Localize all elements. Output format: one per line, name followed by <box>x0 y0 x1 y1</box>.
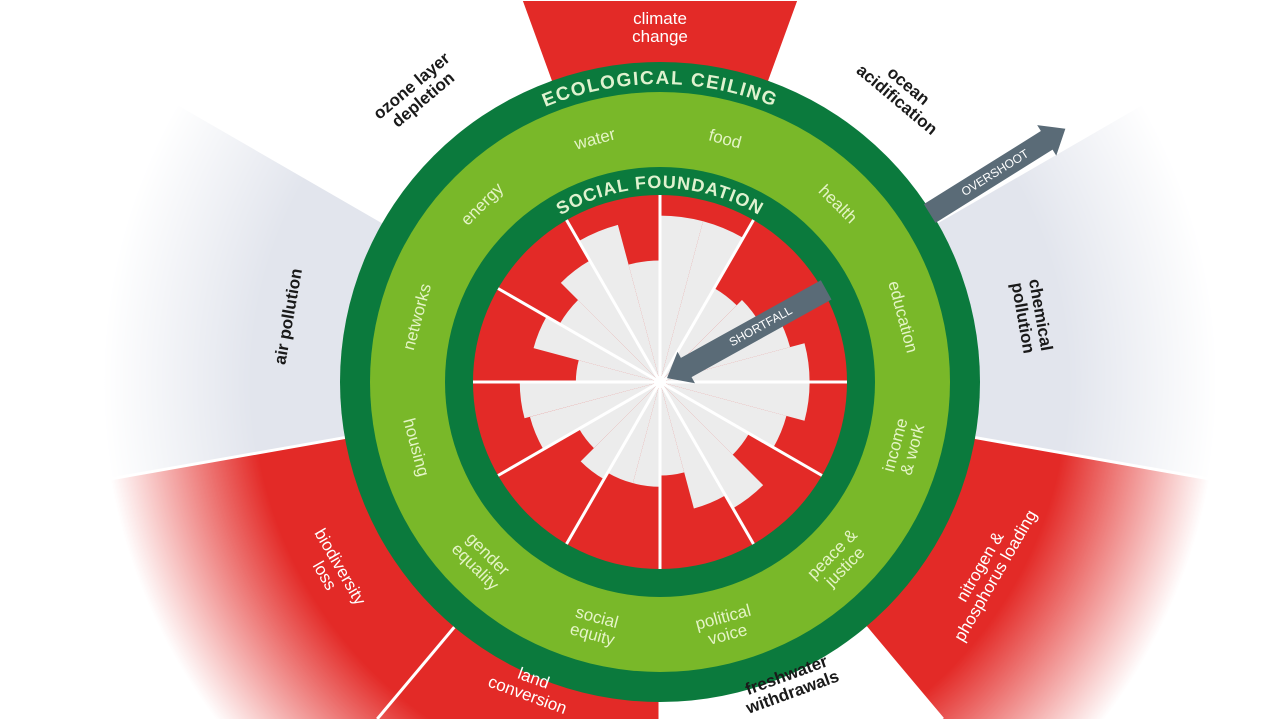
achieved-bar-food <box>660 221 744 382</box>
achieved-bar-housing <box>529 382 660 450</box>
achieved-bar-income-and-work <box>660 382 810 421</box>
achieved-bar-social-equity <box>632 382 660 487</box>
ecological-label-climate-change-line: climate <box>633 9 687 28</box>
overshoot-wedge-climate-change <box>521 1 799 84</box>
sector-divider <box>497 380 661 477</box>
achieved-bar-water <box>628 260 660 382</box>
achieved-bar-political-voice <box>660 382 685 476</box>
achieved-bar-energy <box>560 260 660 382</box>
sector-divider <box>497 287 661 384</box>
sector-divider <box>659 380 823 477</box>
sector-divider <box>565 381 662 545</box>
wedge-divider <box>974 436 1280 493</box>
achieved-bar-water <box>578 224 660 382</box>
social-shortfall-bars <box>473 195 847 569</box>
achieved-bar-housing <box>519 382 660 419</box>
sector-divider <box>565 219 662 383</box>
achieved-bar-energy <box>559 300 660 382</box>
sector-divider <box>658 219 755 383</box>
overshoot-arrow-shape <box>923 125 1066 223</box>
achieved-bar-political-voice <box>660 382 726 509</box>
achieved-bar-peace-and-justice <box>660 382 764 509</box>
achieved-bar-gender-equality <box>579 382 660 449</box>
ecological-label-ocean-acidification: oceanacidification <box>853 47 953 139</box>
wedge-divider <box>53 30 384 224</box>
wedge-divider <box>0 436 346 500</box>
overshoot-wedge-air-pollution <box>43 73 385 490</box>
achieved-bar-networks <box>575 360 660 382</box>
ecological-label-climate-change-line: change <box>632 27 688 46</box>
ecological-label-ozone-layer-depletion: ozone layerdepletion <box>370 48 466 137</box>
wedge-divider <box>864 626 944 720</box>
achieved-bar-peace-and-justice <box>660 382 750 455</box>
wedge-divider <box>936 30 1267 224</box>
overshoot-wedge-nitrogen-and-phosphorus-loading <box>864 437 1268 719</box>
achieved-bar-income-and-work <box>660 382 787 448</box>
achieved-bar-food <box>660 215 704 382</box>
sector-divider <box>658 381 755 545</box>
overshoot-wedge-land-conversion <box>377 625 660 719</box>
wedge-divider <box>376 626 456 720</box>
achieved-bar-gender-equality <box>580 382 660 480</box>
shortfall-arrow-shape <box>666 280 832 384</box>
wedge-divider <box>768 0 801 82</box>
wedge-divider <box>519 0 552 82</box>
overshoot-wedge-biodiversity-loss <box>52 437 456 719</box>
achieved-bar-networks <box>533 316 660 382</box>
overshoot-wedge-chemical-pollution <box>935 73 1277 490</box>
